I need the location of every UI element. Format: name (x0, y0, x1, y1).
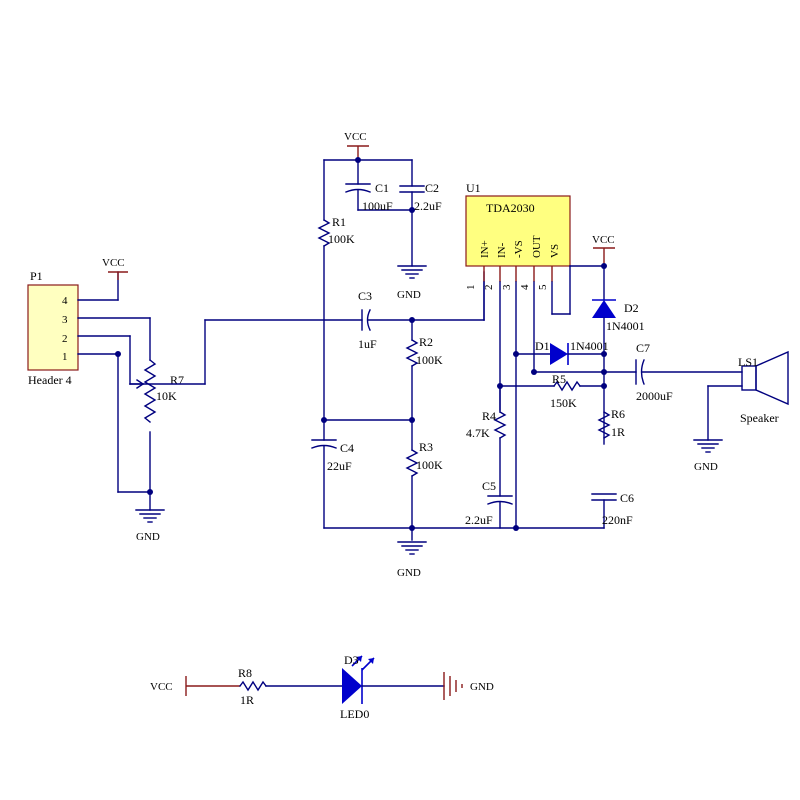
ground-rail: GND (323, 525, 605, 579)
ic-pin-num-2: 2 (483, 285, 495, 291)
diode-d1: D1 1N4001 (515, 339, 609, 365)
r1-value: 100K (328, 232, 355, 246)
led-indicator: VCC R8 1R D3 LED0 GND (150, 653, 494, 721)
vcc-supply-decoupling: VCC C1 100uF C2 2.2uF GND (323, 131, 442, 301)
gnd-label: GND (136, 531, 160, 543)
diode-d2: D2 1N4001 (592, 265, 645, 445)
c3-ref: C3 (358, 289, 372, 303)
ic-name: TDA2030 (486, 201, 535, 215)
c3-value: 1uF (358, 337, 377, 351)
potentiometer-r7: R7 10K (129, 319, 206, 495)
r5-ref: R5 (552, 372, 566, 386)
r2-ref: R2 (419, 335, 433, 349)
r3-ref: R3 (419, 440, 433, 454)
ic-pin-num-3: 3 (501, 284, 513, 290)
vcc-ic: VCC (592, 234, 615, 269)
r4-ref: R4 (482, 409, 496, 423)
d2-value: 1N4001 (606, 319, 645, 333)
vcc-label: VCC (102, 257, 125, 269)
r3-value: 100K (416, 458, 443, 472)
r5-feedback: R5 150K (499, 372, 605, 410)
c1-ref: C1 (375, 181, 389, 195)
r6-value: 1R (611, 425, 625, 439)
r5-value: 150K (550, 396, 577, 410)
ic-ref: U1 (466, 181, 481, 195)
r2-value: 100K (416, 353, 443, 367)
c1-value: 100uF (362, 199, 393, 213)
gnd-label: GND (397, 289, 421, 301)
c2-ref: C2 (425, 181, 439, 195)
header-wiring (77, 271, 151, 493)
vcc-header: VCC (102, 257, 128, 280)
c5-value: 2.2uF (465, 513, 493, 527)
d1-ref: D1 (535, 339, 550, 353)
gnd-label: GND (694, 461, 718, 473)
c2-value: 2.2uF (414, 199, 442, 213)
vcc-label: VCC (592, 234, 615, 246)
r7-value: 10K (156, 389, 177, 403)
header-pin-3: 3 (62, 314, 68, 326)
c4-ref: C4 (340, 441, 354, 455)
speaker-ls1: GND LS1 Speaker (693, 350, 789, 473)
gnd-pot: GND (135, 491, 165, 543)
c4-value: 22uF (327, 459, 352, 473)
c7-value: 2000uF (636, 389, 673, 403)
ic-pin-num-5: 5 (537, 284, 549, 290)
header-p1-ref: P1 (30, 269, 43, 283)
ic-pin-label-5: VS (549, 244, 561, 258)
c5-ref: C5 (482, 479, 496, 493)
ls1-ref: LS1 (738, 355, 758, 369)
d1-value: 1N4001 (570, 339, 609, 353)
ic-pin-label-2: IN- (496, 242, 508, 258)
d3-ref: D3 (344, 653, 359, 667)
output-line: C7 2000uF (533, 341, 743, 403)
r6-c6-zobel: R6 1R C6 220nF (591, 407, 634, 529)
d3-value: LED0 (340, 707, 369, 721)
ic-pin-label-1: IN+ (479, 240, 491, 258)
ls1-value: Speaker (740, 411, 779, 425)
header-p1: P1 Header 4 4 3 2 1 (27, 269, 79, 387)
ic-pin-label-3: -VS (513, 240, 525, 258)
c3-input-coupling: C3 1uF (204, 271, 485, 351)
header-pin-1: 1 (62, 351, 68, 363)
r4-c5-branch: R4 4.7K C5 2.2uF (465, 385, 513, 529)
ic-pin-num-1: 1 (465, 285, 477, 291)
ic-pin-label-4: OUT (531, 235, 543, 258)
r4-value: 4.7K (466, 426, 490, 440)
ic-pin-num-4: 4 (519, 284, 531, 290)
r1-ref: R1 (332, 215, 346, 229)
c6-value: 220nF (602, 513, 633, 527)
r8-ref: R8 (238, 666, 252, 680)
r6-ref: R6 (611, 407, 625, 421)
vcc-label: VCC (344, 131, 367, 143)
header-p1-name: Header 4 (28, 373, 72, 387)
r2-r3-divider: R2 100K R3 100K (405, 319, 443, 541)
r8-value: 1R (240, 693, 254, 707)
ic-u1: U1 TDA2030 IN+ IN- -VS OUT VS 1 2 3 4 5 (465, 181, 571, 291)
vcc-label: VCC (150, 681, 173, 693)
gnd-label: GND (397, 567, 421, 579)
header-pin-4: 4 (62, 295, 68, 307)
gnd-label: GND (470, 681, 494, 693)
c7-ref: C7 (636, 341, 650, 355)
ic-pin-wiring (483, 265, 605, 529)
c6-ref: C6 (620, 491, 634, 505)
r1-c4-branch: R1 100K C4 22uF (311, 159, 413, 529)
d2-ref: D2 (624, 301, 639, 315)
r7-ref: R7 (170, 373, 184, 387)
header-pin-2: 2 (62, 333, 68, 345)
